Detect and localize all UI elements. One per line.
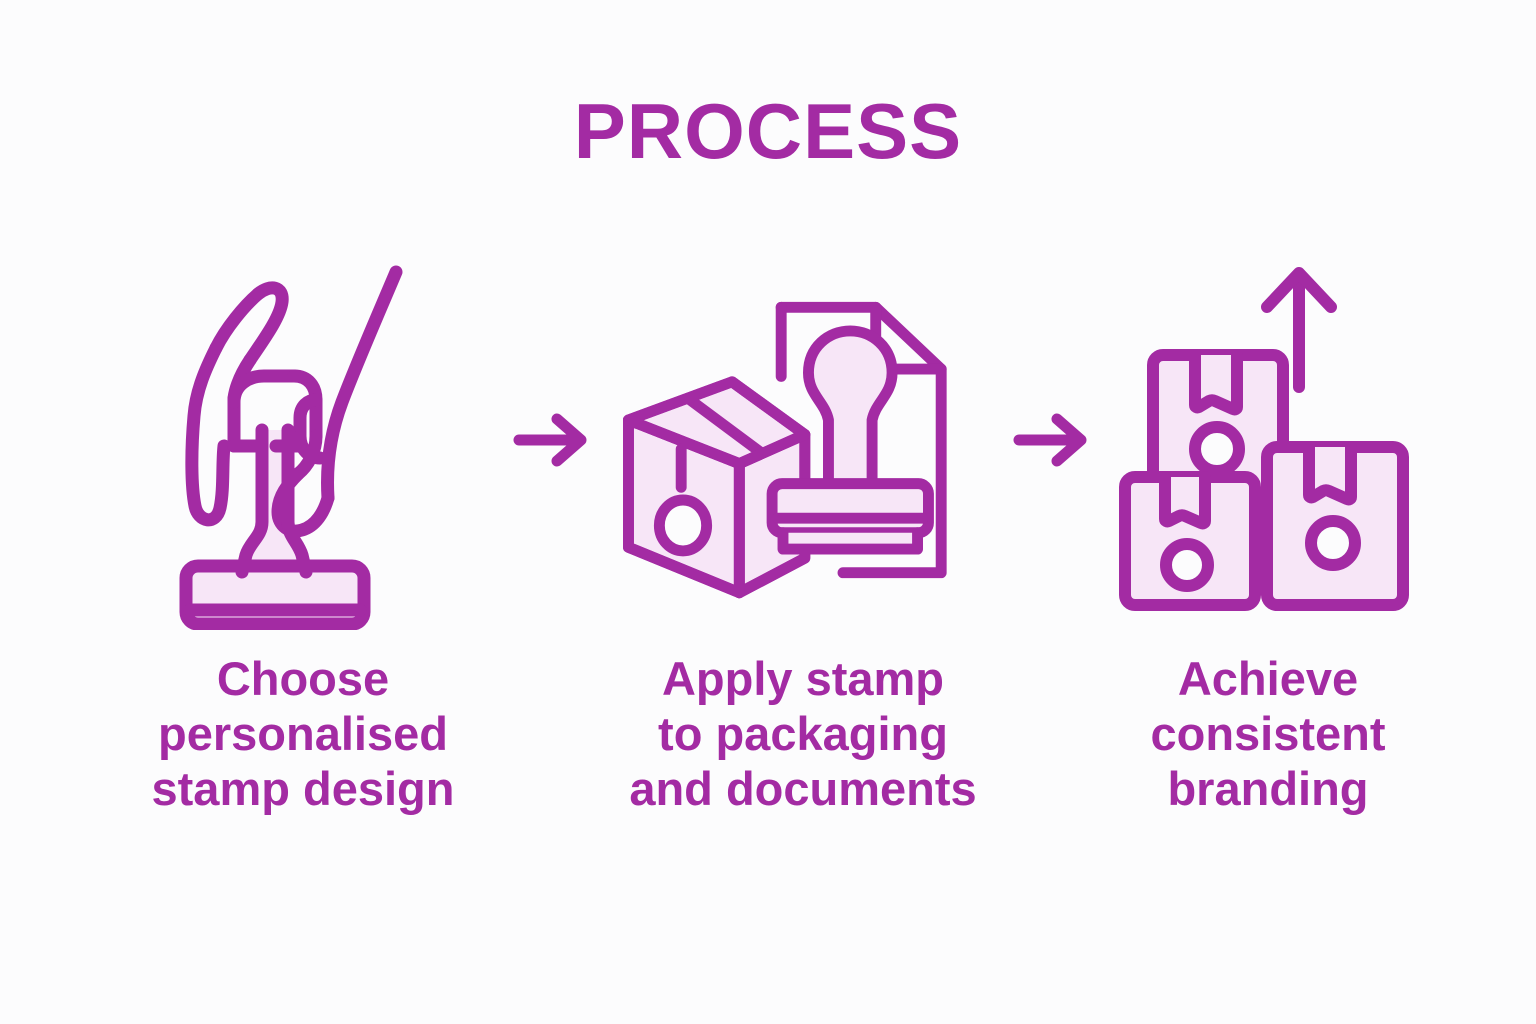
arrow-right-icon: [1013, 413, 1087, 467]
arrow-right-icon: [513, 413, 587, 467]
step-3-icon-container: [1103, 240, 1433, 640]
box-document-stamp-icon: [623, 301, 947, 599]
step-2-label: Apply stamp to packaging and documents: [629, 652, 977, 815]
process-steps-row: Choose personalised stamp design: [0, 240, 1536, 920]
connector-1: [503, 240, 603, 640]
hand-holding-stamp-icon: [179, 265, 403, 630]
step-1-label: Choose personalised stamp design: [151, 652, 455, 815]
page-title: PROCESS: [573, 87, 963, 175]
step-3-label: Achieve consistent branding: [1150, 652, 1386, 815]
step-1-icon-container: [103, 240, 503, 640]
step-2-icon-container: [603, 240, 1003, 640]
process-step-2: Apply stamp to packaging and documents: [603, 240, 1003, 817]
process-step-1: Choose personalised stamp design: [103, 240, 503, 817]
process-step-3: Achieve consistent branding: [1103, 240, 1433, 817]
connector-2: [1003, 240, 1103, 640]
stacked-boxes-up-arrow-icon: [1119, 267, 1409, 611]
